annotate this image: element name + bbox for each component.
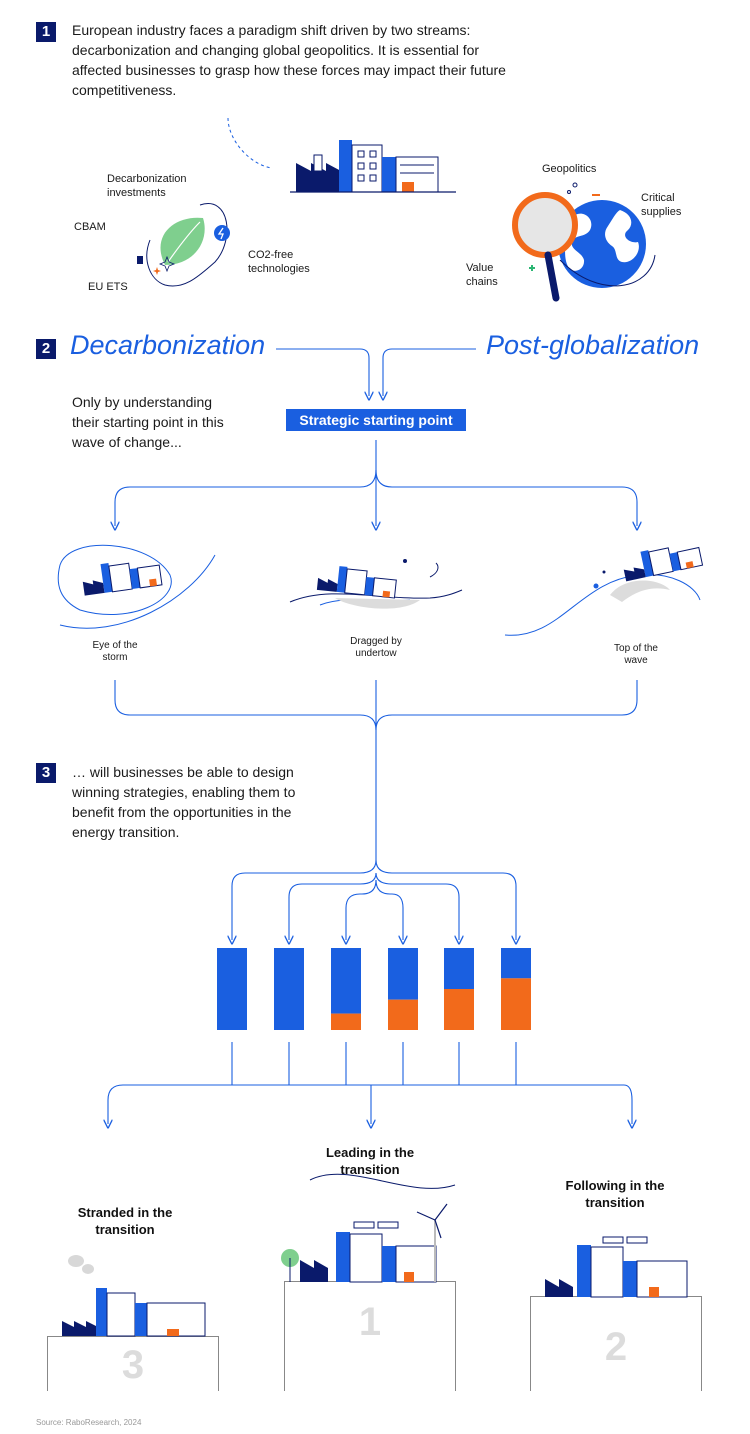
bar-4-blue (388, 948, 418, 1000)
bar-1-blue (217, 948, 247, 1030)
leaf-icon (137, 203, 230, 287)
bar-5-blue (444, 948, 474, 989)
bar-2-blue (274, 948, 304, 1030)
top-of-wave-illustration (504, 546, 704, 636)
position-top-of-wave: Top of the wave (614, 643, 658, 666)
leading-factory-icon (281, 1173, 456, 1283)
position-dragged-by-undertow: Dragged by undertow (350, 636, 402, 659)
bar-6-blue (501, 948, 531, 979)
source-note: Source: RaboResearch, 2024 (36, 1418, 142, 1427)
label-value-chains: Value chains (466, 262, 498, 288)
dragged-by-undertow-illustration (289, 559, 463, 609)
globe-magnifier-icon (512, 182, 656, 302)
label-critical-supplies: Critical supplies (641, 192, 682, 218)
label-decarb-investments: Decarbonization investments (107, 173, 187, 199)
label-co2-free: CO2-free technologies (248, 249, 310, 275)
outcome-following-label: Following in the transition (565, 1178, 665, 1210)
post-globalization-title: Post-globalization (486, 330, 700, 360)
label-cbam: CBAM (74, 221, 106, 233)
bar-3-blue (331, 948, 361, 1014)
step-2-text: Only by understanding their starting poi… (72, 394, 224, 450)
bar-3-orange (331, 1013, 361, 1030)
decarbonization-title: Decarbonization (70, 330, 266, 360)
strategy-bars (217, 948, 531, 1030)
outcome-connectors (108, 1042, 632, 1124)
podium-number-1: 1 (358, 1300, 382, 1344)
podium-leading: 1 (284, 1281, 456, 1391)
stranded-factory-icon (62, 1255, 206, 1337)
step-2-badge: 2 (36, 339, 56, 359)
podium-following: 2 (530, 1296, 702, 1391)
label-geopolitics: Geopolitics (542, 163, 597, 175)
bar-4-orange (388, 999, 418, 1030)
bar-6-orange (501, 978, 531, 1030)
step-3-text: … will businesses be able to design winn… (72, 764, 296, 840)
factory-icon-main (290, 140, 456, 193)
podium-stranded: 3 (47, 1336, 219, 1391)
position-eye-of-storm: Eye of the storm (92, 640, 138, 663)
step-3-badge: 3 (36, 763, 56, 783)
step-1-text: European industry faces a paradigm shift… (72, 22, 506, 98)
podium-number-3: 3 (121, 1343, 145, 1387)
following-factory-icon (545, 1236, 688, 1298)
podium-number-2: 2 (604, 1325, 628, 1369)
step2-connectors (115, 348, 637, 526)
outcome-stranded-label: Stranded in the transition (77, 1205, 173, 1237)
step-1-badge: 1 (36, 22, 56, 42)
eye-of-storm-illustration (57, 544, 216, 629)
strategic-starting-point-box: Strategic starting point (286, 409, 466, 431)
outcome-leading-label: Leading in the transition (325, 1145, 415, 1177)
label-eu-ets: EU ETS (88, 281, 128, 293)
convergence-connectors (114, 680, 638, 940)
bar-5-orange (444, 989, 474, 1030)
